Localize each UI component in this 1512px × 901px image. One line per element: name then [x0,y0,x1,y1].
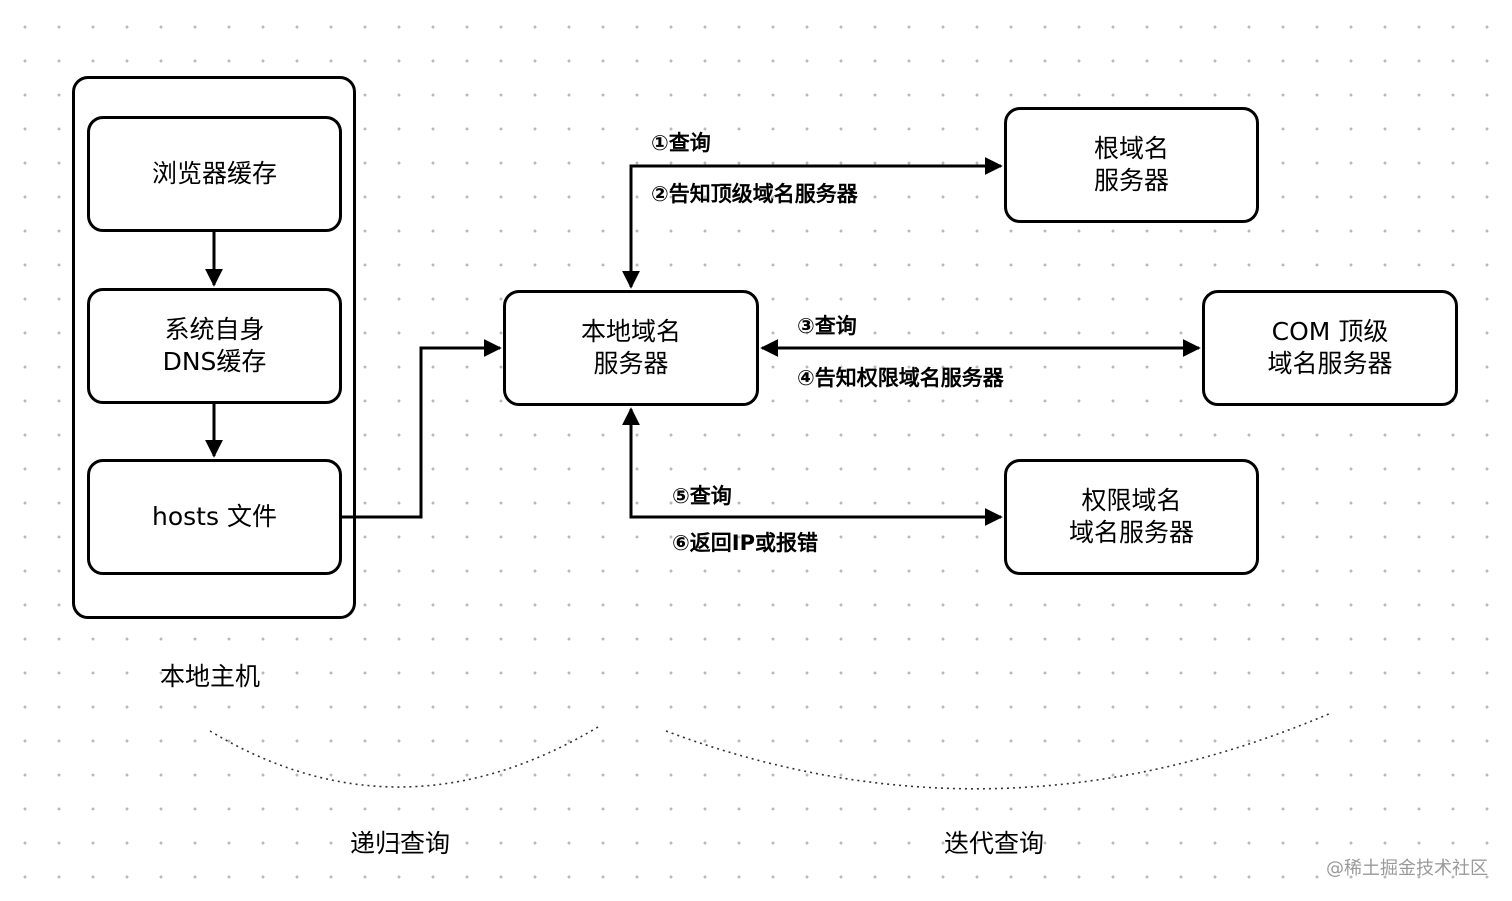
local-dns-server-line2: 服务器 [593,349,669,378]
arrow-local-dns-root [622,157,1003,289]
local-dns-server-line1: 本地域名 [580,317,681,346]
hosts-file-node: hosts 文件 [87,459,342,575]
arrow-local-dns-authoritative [622,407,1003,526]
arrow-hosts-to-local-dns [342,339,502,519]
root-dns-server-line2: 服务器 [1093,166,1169,195]
step3-label: ③查询 [797,314,857,338]
authoritative-server-line1: 权限域名 [1081,486,1182,515]
system-dns-cache-node: 系统自身 DNS缓存 [87,288,342,404]
root-dns-server-node: 根域名 服务器 [1004,107,1259,223]
step6-label: ⑥返回IP或报错 [672,531,818,555]
iterative-query-label: 迭代查询 [944,829,1045,858]
watermark: @稀土掘金技术社区 [1326,858,1488,879]
local-dns-server-node: 本地域名 服务器 [503,290,759,406]
step4-label: ④告知权限域名服务器 [797,366,1004,390]
com-tld-server-line1: COM 顶级 [1271,317,1389,346]
recursive-query-arc [209,726,599,788]
hosts-file-label: hosts 文件 [152,502,277,531]
authoritative-server-node: 权限域名 域名服务器 [1004,459,1259,575]
recursive-query-label: 递归查询 [350,829,451,858]
browser-cache-node: 浏览器缓存 [87,116,342,232]
com-tld-server-node: COM 顶级 域名服务器 [1202,290,1458,406]
system-dns-cache-line1: 系统自身 [164,315,265,344]
com-tld-server-line2: 域名服务器 [1267,349,1393,378]
local-host-label: 本地主机 [160,662,261,691]
browser-cache-label: 浏览器缓存 [151,159,277,188]
step5-label: ⑤查询 [672,484,732,508]
system-dns-cache-line2: DNS缓存 [162,347,267,376]
root-dns-server-line1: 根域名 [1093,134,1169,163]
step1-label: ①查询 [651,131,711,155]
iterative-query-arc [665,712,1332,790]
step2-label: ②告知顶级域名服务器 [651,182,858,206]
authoritative-server-line2: 域名服务器 [1068,518,1194,547]
